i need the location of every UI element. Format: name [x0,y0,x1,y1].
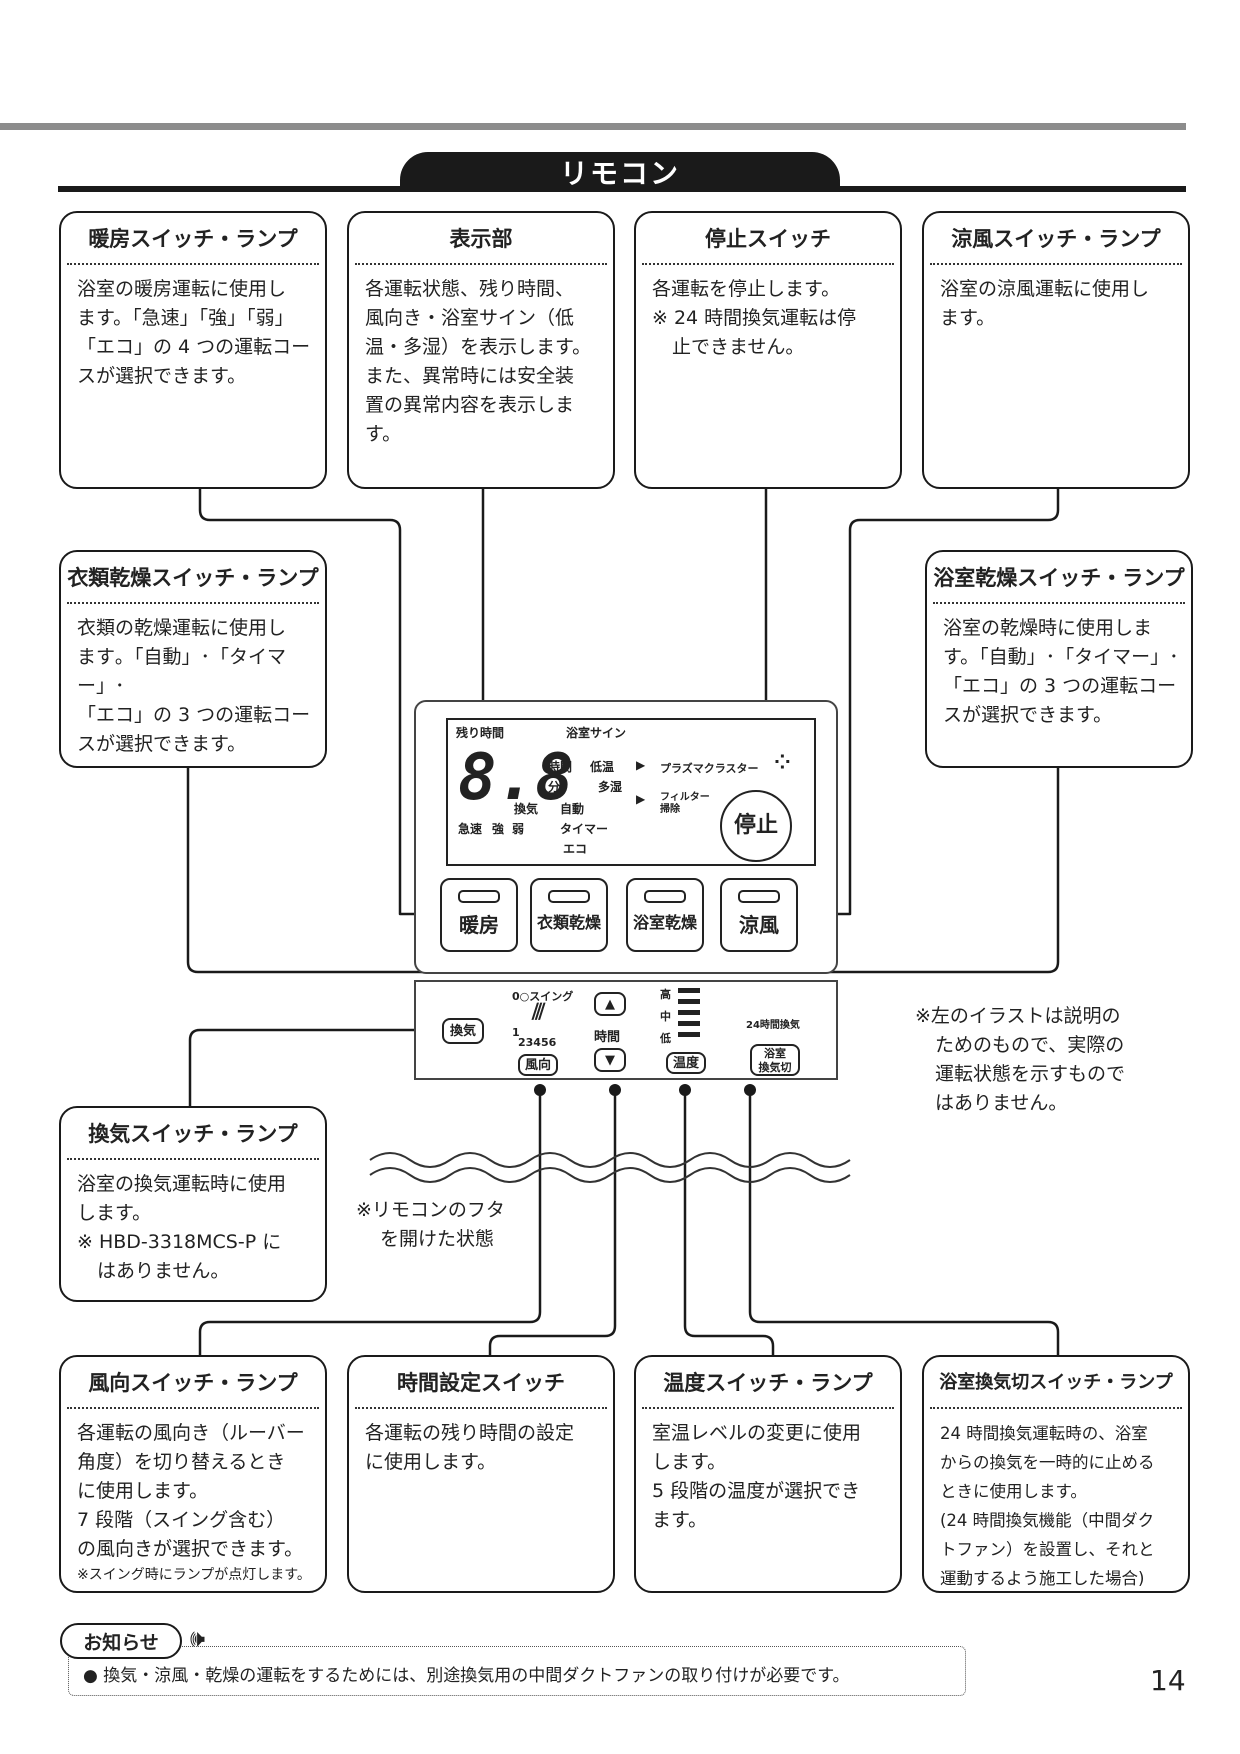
remote-lower-panel: 換気 0○スイング 1 23456 ⫻ 風向 ▲ 時間 ▼ 高 中 低 温度 2… [414,980,838,1080]
box-kanki: 換気スイッチ・ランプ 浴室の換気運転時に使用 します。 ※ HBD-3318MC… [59,1106,327,1302]
louver-icon: ⫻ [532,1000,546,1025]
futa-note: ※リモコンのフタ を開けた状態 [356,1199,505,1250]
box-ryoufuu: 涼風スイッチ・ランプ 浴室の涼風運転に使用し ます。 [922,211,1190,489]
box-ondo: 温度スイッチ・ランプ 室温レベルの変更に使用 します。 5 段階の温度が選択でき… [634,1355,902,1593]
time-up-button[interactable]: ▲ [594,992,626,1016]
speaker-icon: 🕪 [190,1624,206,1652]
lamp-indicator [548,890,590,903]
lamp-indicator [458,890,500,903]
box-title: 温度スイッチ・ランプ [642,1357,894,1409]
top-rule [0,123,1186,130]
box-danbou: 暖房スイッチ・ランプ 浴室の暖房運転に使用し ます。「急速」「強」「弱」 「エコ… [59,211,327,489]
kazamuki-button[interactable]: 風向 [518,1054,558,1076]
box-title: 涼風スイッチ・ランプ [930,213,1182,265]
box-title: 浴室換気切スイッチ・ランプ [930,1357,1182,1409]
kanki-button[interactable]: 換気 [442,1018,484,1044]
box-title: 風向スイッチ・ランプ [67,1357,319,1409]
ondo-button[interactable]: 温度 [666,1052,706,1074]
temperature-level-bars [678,988,700,1040]
box-title: 換気スイッチ・ランプ [67,1108,319,1160]
box-title: 衣類乾燥スイッチ・ランプ [67,552,319,604]
box-kankigiri: 浴室換気切スイッチ・ランプ 24 時間換気運転時の、浴室 からの換気を一時的に止… [922,1355,1190,1593]
box-title: 停止スイッチ [642,213,894,265]
box-teishi: 停止スイッチ 各運転を停止します。 ※ 24 時間換気運転は停 止できません。 [634,211,902,489]
time-down-button[interactable]: ▼ [594,1048,626,1072]
lcd-digits: 8.8 [458,741,574,815]
box-title: 浴室乾燥スイッチ・ランプ [933,552,1185,604]
page-number: 14 [1150,1664,1186,1697]
lamp-indicator [738,890,780,903]
kankigiri-button[interactable]: 浴室 換気切 [750,1044,800,1076]
box-title: 時間設定スイッチ [355,1357,607,1409]
arrow-icon: ▶ [636,758,646,772]
box-hyouji: 表示部 各運転状態、残り時間、 風向き・浴室サイン（低 温・多湿）を表示します。… [347,211,615,489]
box-title: 暖房スイッチ・ランプ [67,213,319,265]
notice-label: お知らせ [60,1623,182,1659]
box-yokushitsu-kansou: 浴室乾燥スイッチ・ランプ 浴室の乾燥時に使用しま す。「自動」･「タイマー」･ … [925,550,1193,768]
illust-note: ※左のイラストは説明の ためのもので、実際の 運転状態を示すもので はありません… [915,1005,1126,1114]
stop-button[interactable]: 停止 [720,790,792,862]
lamp-indicator [644,890,686,903]
box-irui: 衣類乾燥スイッチ・ランプ 衣類の乾燥運転に使用し ます｡「自動」･「タイマー」･… [59,550,327,768]
box-kazamuki: 風向スイッチ・ランプ 各運転の風向き（ルーバー 角度）を切り替えるとき に使用し… [59,1355,327,1593]
arrow-icon: ▶ [636,792,646,806]
ryoufuu-button[interactable]: 涼風 [720,878,798,952]
box-jikan: 時間設定スイッチ 各運転の残り時間の設定 に使用します。 [347,1355,615,1593]
notice-box: ● 換気・涼風・乾燥の運転をするためには、別途換気用の中間ダクトファンの取り付け… [68,1646,966,1696]
page-title: リモコン [400,152,840,192]
box-title: 表示部 [355,213,607,265]
plasma-cluster-icon: ⁘ [774,750,791,774]
danbou-button[interactable]: 暖房 [440,878,518,952]
yokushitsu-kansou-button[interactable]: 浴室乾燥 [626,878,704,952]
notice-text: ● 換気・涼風・乾燥の運転をするためには、別途換気用の中間ダクトファンの取り付け… [83,1666,850,1686]
irui-kansou-button[interactable]: 衣類乾燥 [530,878,608,952]
